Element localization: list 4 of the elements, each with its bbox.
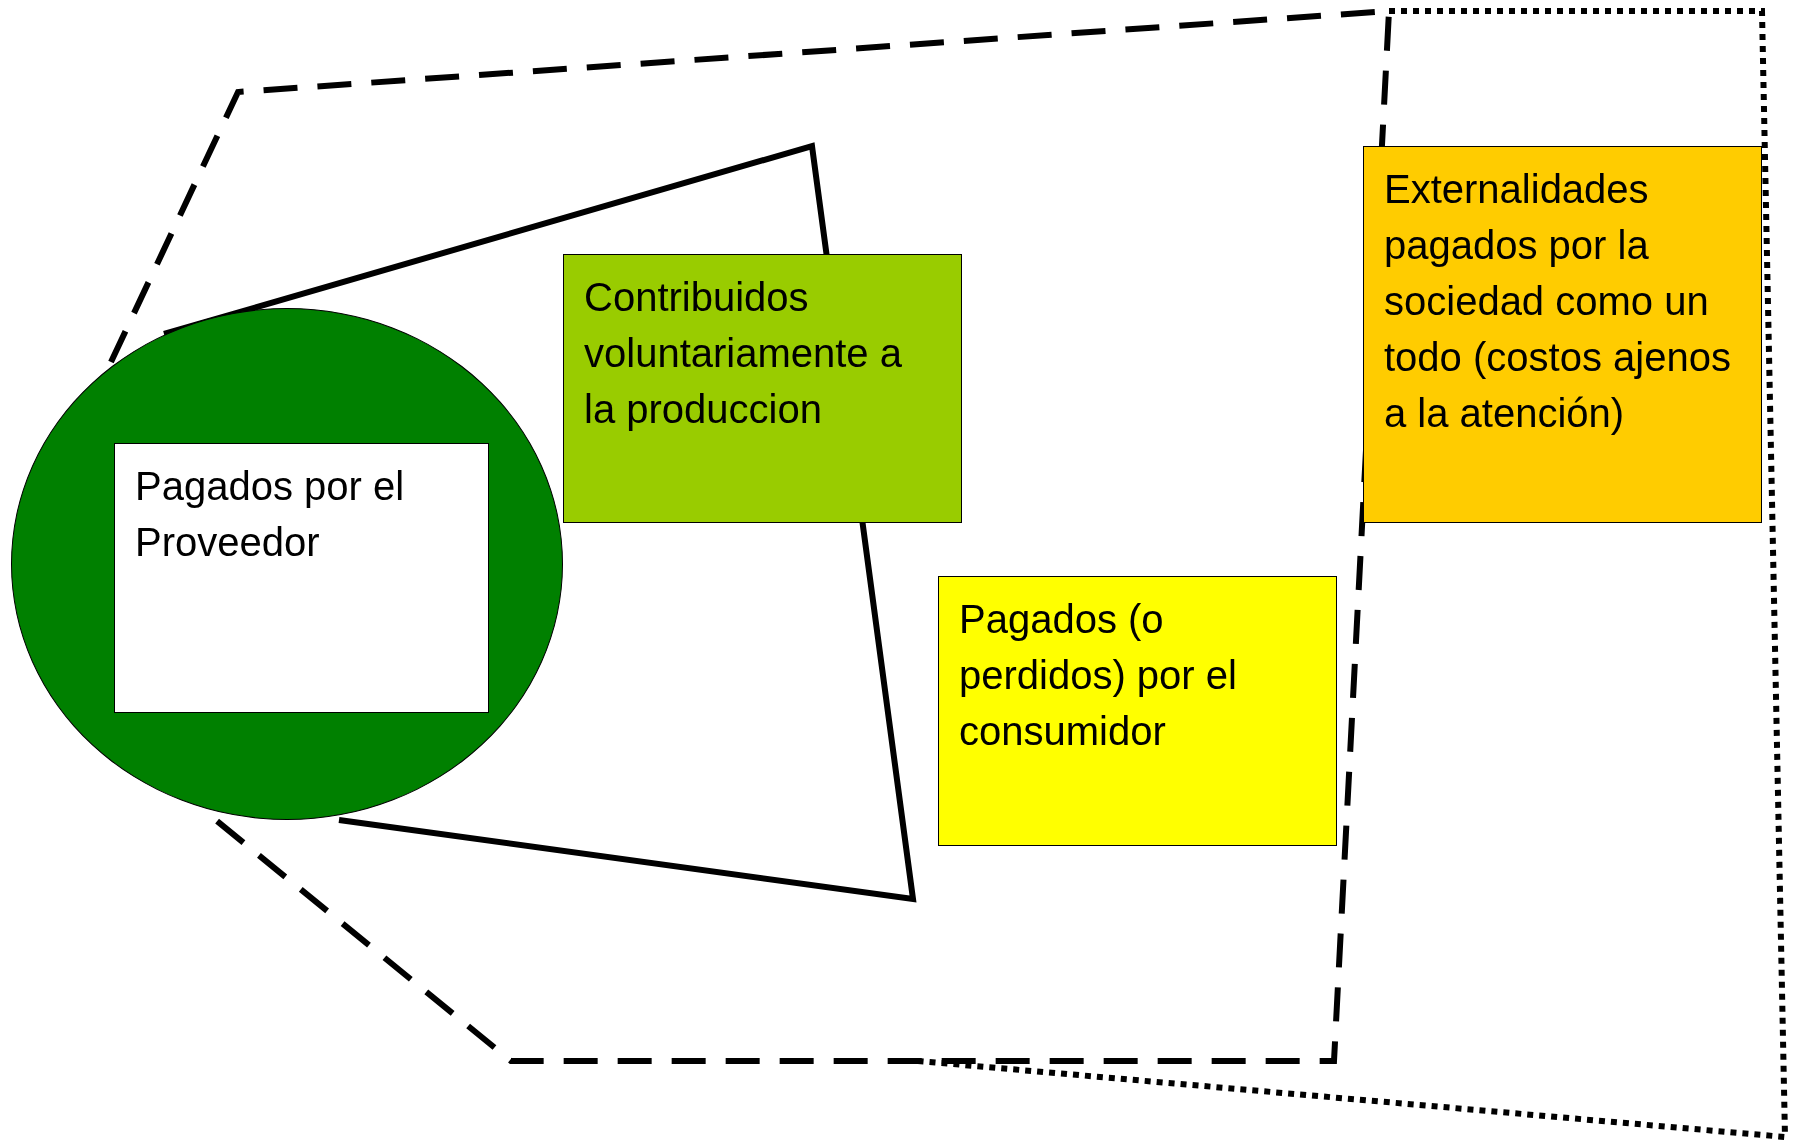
label-box: Pagados (o perdidos) por el consumidor: [938, 576, 1337, 846]
label-box: Externalidades pagados por la sociedad como un todo (costos ajenos a la atención): [1363, 146, 1762, 523]
label-box: Pagados por el Proveedor: [114, 443, 489, 713]
label-box: Contribuidos voluntariamente a la produccion: [563, 254, 962, 523]
